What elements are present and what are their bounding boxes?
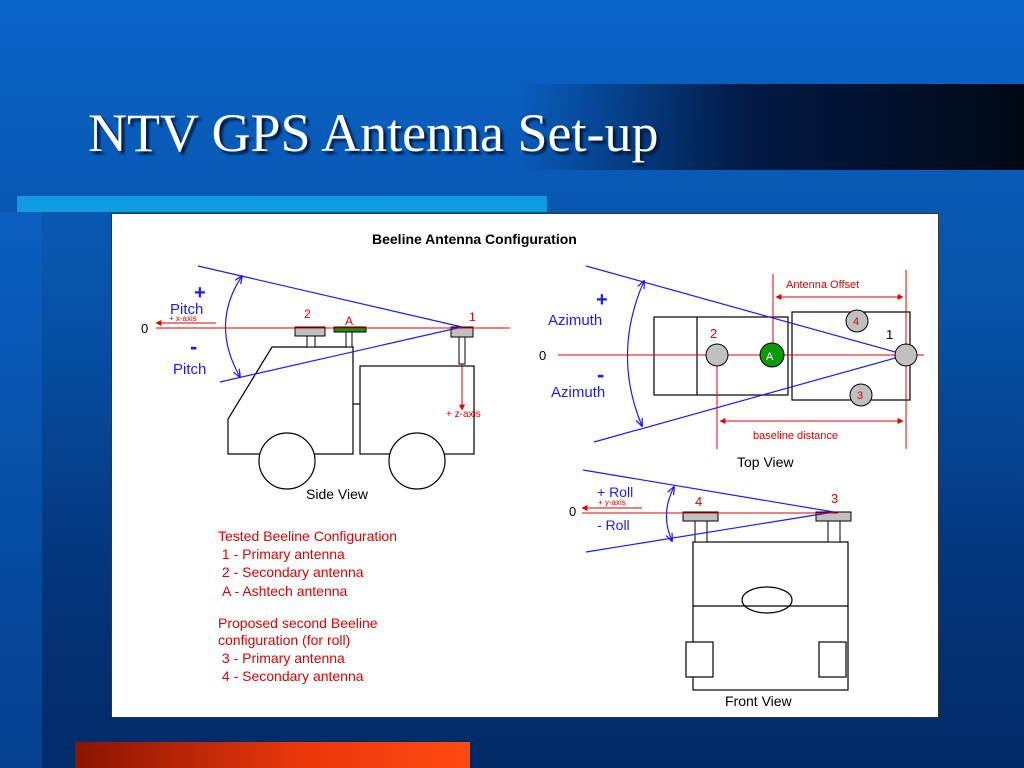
side-view-antenna-2-label: 2: [304, 307, 311, 321]
side-view-antenna-1-label: 1: [469, 310, 476, 324]
azimuth-arc-arrow: [626, 281, 644, 426]
top-view-antenna-1-label: 1: [886, 327, 893, 342]
legend-tested-item: A - Ashtech antenna: [222, 583, 348, 599]
pitch-arc-arrow: [224, 276, 242, 377]
y-axis-label: + y-axis: [598, 498, 626, 507]
top-view-antenna-4-label: 4: [853, 316, 859, 328]
top-view-antenna-a: [759, 342, 785, 368]
side-view-zero-label: 0: [141, 321, 148, 336]
front-view-caption: Front View: [725, 693, 793, 709]
legend-proposed-item: 4 - Secondary antenna: [218, 668, 364, 684]
slide-title: NTV GPS Antenna Set-up: [88, 103, 659, 163]
front-view-zero-label: 0: [569, 504, 576, 519]
top-view-caption: Top View: [737, 454, 794, 470]
front-view: 0 + Roll + y-axis - Roll 4 3 Front View: [569, 469, 852, 709]
x-axis-label: + x-axis: [169, 314, 197, 323]
azimuth-lower-line: [593, 354, 907, 443]
legend-proposed-heading-line2: configuration (for roll): [218, 632, 350, 648]
top-view: 0 + Azimuth - Azimuth Antenna Offset bas…: [539, 265, 924, 470]
side-view-truck: [227, 346, 475, 490]
legend: Tested Beeline Configuration 1 - Primary…: [218, 528, 397, 684]
baseline-distance-label: baseline distance: [753, 430, 838, 442]
front-view-antenna-4-label: 4: [695, 494, 702, 509]
roll-plus-label: + Roll: [597, 484, 633, 500]
legend-proposed-item: 3 - Primary antenna: [218, 650, 345, 666]
azimuth-upper-label: Azimuth: [548, 312, 602, 329]
side-view-antenna-a: [333, 326, 367, 348]
diagram-canvas: Beeline Antenna Configuration: [141, 231, 924, 709]
top-view-antenna-3: [849, 383, 873, 407]
legend-proposed-heading-line1: Proposed second Beeline: [218, 615, 378, 631]
pitch-minus-sign: -: [190, 334, 197, 359]
roll-minus-label: - Roll: [597, 517, 630, 533]
z-axis-label: + z-axis: [446, 409, 481, 420]
front-view-vehicle: [685, 541, 849, 691]
side-view-antenna-a-label: A: [345, 314, 353, 328]
roll-upper-line: [582, 469, 835, 513]
antenna-offset-label: Antenna Offset: [786, 279, 859, 291]
roll-arc-arrow: [666, 487, 674, 541]
accent-bar-top: [17, 196, 547, 212]
legend-tested-item: 1 - Primary antenna: [218, 546, 345, 562]
pitch-lower-line: [219, 326, 463, 383]
diagram-figure: Beeline Antenna Configuration: [111, 213, 939, 718]
side-view-antenna-1: [450, 326, 474, 365]
top-view-antenna-1: [894, 343, 918, 367]
azimuth-minus-sign: -: [597, 362, 604, 387]
front-view-antenna-3-label: 3: [831, 491, 838, 506]
top-view-antenna-3-label: 3: [857, 390, 863, 402]
pitch-upper-label: Pitch: [170, 301, 203, 318]
left-stripe: [0, 212, 42, 768]
front-view-antenna-4: [682, 511, 719, 543]
top-view-antenna-4: [845, 309, 869, 333]
pitch-upper-line: [197, 265, 463, 328]
side-view-antenna-2: [294, 326, 326, 348]
accent-bar-bottom: [75, 742, 470, 768]
side-view: 0 + x-axis + Pitch - Pitch 2 A 1 + z-axi…: [141, 265, 510, 502]
front-view-antenna-3: [815, 511, 852, 543]
top-view-antenna-2-label: 2: [710, 326, 717, 341]
diagram-title: Beeline Antenna Configuration: [372, 231, 577, 247]
pitch-lower-label: Pitch: [173, 361, 206, 378]
title-dark-band: [520, 84, 1024, 170]
azimuth-plus-sign: +: [596, 289, 608, 311]
roll-lower-line: [585, 511, 835, 553]
azimuth-lower-label: Azimuth: [551, 384, 605, 401]
top-view-antenna-a-label: A: [766, 351, 774, 363]
pitch-plus-sign: +: [194, 282, 206, 304]
legend-tested-heading: Tested Beeline Configuration: [218, 528, 397, 544]
legend-tested-item: 2 - Secondary antenna: [218, 564, 364, 580]
top-view-zero-label: 0: [539, 348, 546, 363]
side-view-caption: Side View: [306, 486, 369, 502]
top-view-antenna-2: [705, 343, 729, 367]
